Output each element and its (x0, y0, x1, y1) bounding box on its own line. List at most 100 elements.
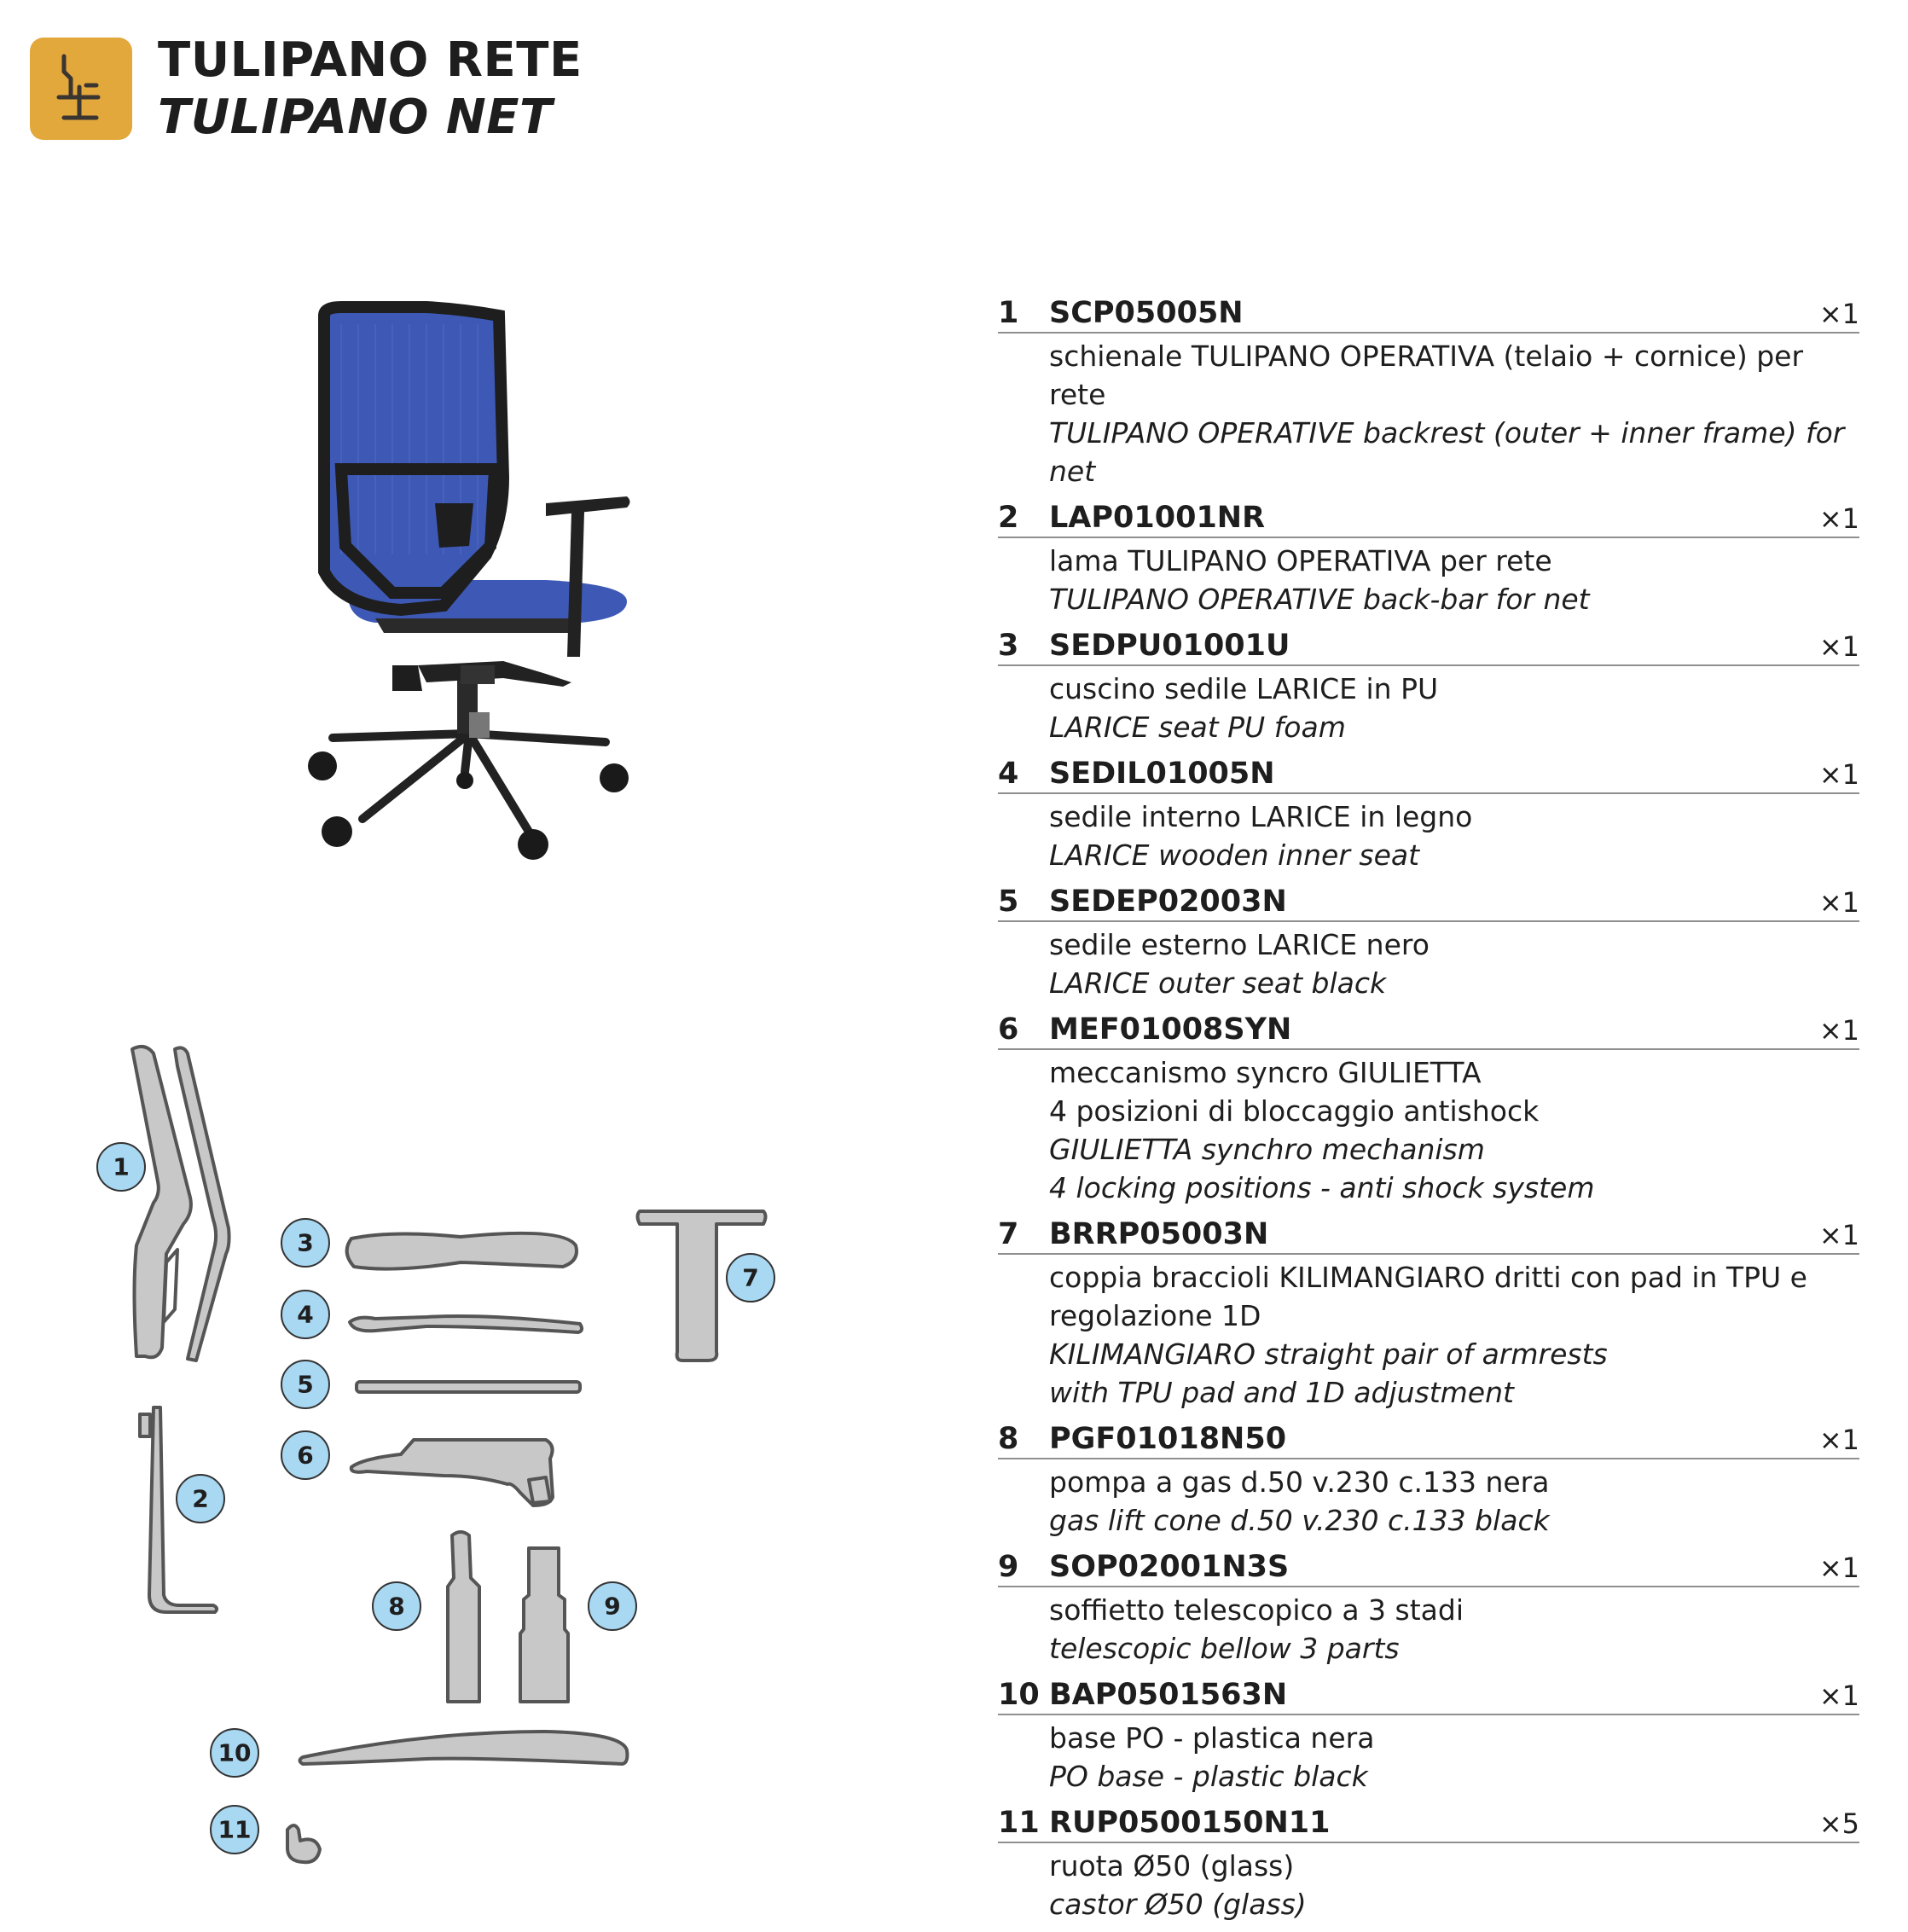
part-code: BRRP05003N (1049, 1217, 1269, 1251)
part-number: 11 (998, 1806, 1040, 1840)
part-code: SEDEP02003N (1049, 885, 1287, 919)
part-header: 9 SOP02001N3S ×1 (998, 1548, 1859, 1587)
part-description-it: lama TULIPANO OPERATIVA per rete (1049, 544, 1552, 577)
part-armrest (635, 1210, 768, 1362)
part-code: BAP0501563N (1049, 1678, 1288, 1712)
callout-6: 6 (297, 1442, 313, 1470)
part-description-it: pompa a gas d.50 v.230 c.133 nera (1049, 1465, 1550, 1499)
part-number: 1 (998, 296, 1019, 330)
part-code: SEDPU01001U (1049, 629, 1290, 663)
page-title: TULIPANO RETE (158, 32, 583, 88)
part-quantity: ×1 (1818, 1680, 1859, 1712)
page-subtitle: TULIPANO NET (158, 90, 553, 145)
part-quantity: ×1 (1818, 886, 1859, 919)
part-code: LAP01001NR (1049, 501, 1266, 535)
callout-7: 7 (742, 1264, 758, 1292)
part-quantity: ×1 (1818, 1014, 1859, 1047)
callout-8: 8 (388, 1593, 404, 1621)
part-description-it: ruota Ø50 (glass) (1049, 1849, 1295, 1883)
callout-1: 1 (113, 1153, 129, 1181)
part-number: 4 (998, 757, 1019, 791)
part-description-it: sedile esterno LARICE nero (1049, 928, 1430, 961)
part-number: 10 (998, 1678, 1040, 1712)
part-item: 4 SEDIL01005N ×1 sedile interno LARICE i… (998, 755, 1859, 883)
part-code: SOP02001N3S (1049, 1550, 1290, 1584)
part-seat-cushion (345, 1231, 578, 1271)
part-number: 7 (998, 1217, 1019, 1251)
office-chair-icon (30, 38, 132, 140)
callout-9: 9 (604, 1593, 620, 1621)
part-description-en: LARICE seat PU foam (1049, 711, 1346, 744)
part-description-en: KILIMANGIARO straight pair of armrests w… (1049, 1337, 1608, 1409)
part-backrest-frame-inner (162, 1248, 179, 1324)
part-outer-seat (355, 1380, 582, 1394)
callout-3: 3 (297, 1229, 313, 1257)
part-inner-seat (348, 1314, 584, 1334)
callout-4: 4 (297, 1301, 313, 1329)
part-description-en: GIULIETTA synchro mechanism 4 locking po… (1049, 1133, 1595, 1204)
part-header: 1 SCP05005N ×1 (998, 294, 1859, 334)
part-quantity: ×1 (1818, 1424, 1859, 1456)
part-item: 3 SEDPU01001U ×1 cuscino sedile LARICE i… (998, 627, 1859, 755)
part-quantity: ×1 (1818, 298, 1859, 330)
part-description-it: meccanismo syncro GIULIETTA 4 posizioni … (1049, 1056, 1540, 1128)
part-back-bar (148, 1406, 219, 1614)
part-header: 11 RUP0500150N11 ×5 (998, 1804, 1859, 1843)
part-description-en: LARICE outer seat black (1049, 966, 1387, 1000)
part-code: MEF01008SYN (1049, 1012, 1292, 1047)
part-code: RUP0500150N11 (1049, 1806, 1331, 1840)
part-header: 4 SEDIL01005N ×1 (998, 755, 1859, 794)
part-description-it: soffietto telescopico a 3 stadi (1049, 1593, 1464, 1627)
part-backrest-frame (130, 1044, 193, 1360)
part-item: 7 BRRP05003N ×1 coppia braccioli KILIMAN… (998, 1215, 1859, 1420)
part-header: 5 SEDEP02003N ×1 (998, 883, 1859, 922)
exploded-parts-diagram: 1 3 4 5 6 7 2 8 9 10 11 (85, 1032, 793, 1868)
part-header: 7 BRRP05003N ×1 (998, 1215, 1859, 1255)
part-item: 11 RUP0500150N11 ×5 ruota Ø50 (glass) ca… (998, 1804, 1859, 1932)
part-description-en: TULIPANO OPERATIVE backrest (outer + inn… (1049, 416, 1845, 488)
callout-2: 2 (192, 1485, 208, 1513)
part-item: 6 MEF01008SYN ×1 meccanismo syncro GIULI… (998, 1011, 1859, 1215)
part-header: 3 SEDPU01001U ×1 (998, 627, 1859, 666)
part-quantity: ×1 (1818, 630, 1859, 663)
part-quantity: ×1 (1818, 502, 1859, 535)
part-description-en: telescopic bellow 3 parts (1049, 1632, 1400, 1665)
callout-5: 5 (297, 1371, 313, 1399)
part-backrest-outer (173, 1046, 231, 1362)
part-item: 10 BAP0501563N ×1 base PO - plastica ner… (998, 1676, 1859, 1804)
part-description-en: TULIPANO OPERATIVE back-bar for net (1049, 583, 1590, 616)
part-item: 2 LAP01001NR ×1 lama TULIPANO OPERATIVA … (998, 499, 1859, 627)
part-description-en: gas lift cone d.50 v.230 c.133 black (1049, 1504, 1550, 1537)
parts-list: 1 SCP05005N ×1 schienale TULIPANO OPERAT… (998, 294, 1859, 1932)
part-code: SCP05005N (1049, 296, 1244, 330)
part-header: 6 MEF01008SYN ×1 (998, 1011, 1859, 1050)
part-number: 3 (998, 629, 1019, 663)
office-chair-photo (290, 299, 648, 862)
part-description-en: castor Ø50 (glass) (1049, 1888, 1307, 1921)
callout-10: 10 (218, 1739, 252, 1767)
part-item: 1 SCP05005N ×1 schienale TULIPANO OPERAT… (998, 294, 1859, 499)
part-description-it: coppia braccioli KILIMANGIARO dritti con… (1049, 1261, 1807, 1332)
part-item: 5 SEDEP02003N ×1 sedile esterno LARICE n… (998, 883, 1859, 1011)
part-quantity: ×1 (1818, 758, 1859, 791)
part-header: 10 BAP0501563N ×1 (998, 1676, 1859, 1715)
part-code: PGF01018N50 (1049, 1422, 1287, 1456)
part-code: SEDIL01005N (1049, 757, 1275, 791)
part-gas-lift (446, 1530, 481, 1703)
part-quantity: ×1 (1818, 1219, 1859, 1251)
part-description-it: base PO - plastica nera (1049, 1721, 1375, 1755)
part-number: 5 (998, 885, 1019, 919)
part-number: 9 (998, 1550, 1019, 1584)
part-number: 2 (998, 501, 1019, 535)
part-number: 6 (998, 1012, 1019, 1047)
part-item: 9 SOP02001N3S ×1 soffietto telescopico a… (998, 1548, 1859, 1676)
part-description-it: cuscino sedile LARICE in PU (1049, 672, 1439, 705)
part-header: 8 PGF01018N50 ×1 (998, 1420, 1859, 1459)
part-number: 8 (998, 1422, 1019, 1456)
part-description-it: sedile interno LARICE in legno (1049, 800, 1473, 833)
part-item: 8 PGF01018N50 ×1 pompa a gas d.50 v.230 … (998, 1420, 1859, 1548)
callout-11: 11 (218, 1816, 252, 1844)
part-description-it: schienale TULIPANO OPERATIVA (telaio + c… (1049, 339, 1804, 411)
part-quantity: ×1 (1818, 1552, 1859, 1584)
part-quantity: ×5 (1818, 1807, 1859, 1840)
